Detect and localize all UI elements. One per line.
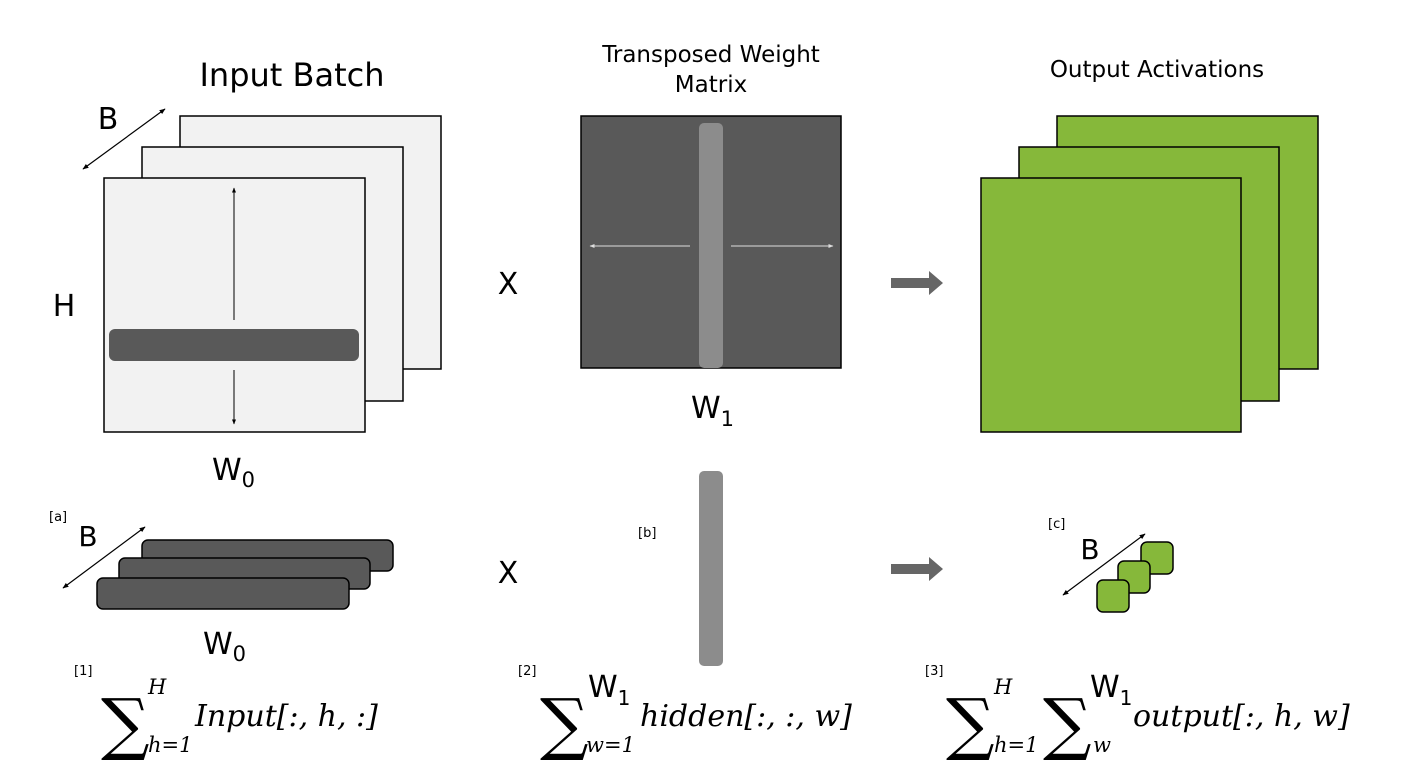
formula-3-lower-w: w [1093, 733, 1111, 757]
output-stack [980, 115, 1319, 433]
weight-column-strip [699, 123, 723, 368]
formula-3-body: output[:, h, w] [1133, 699, 1350, 734]
output-cell-front [1096, 579, 1130, 613]
formula-3-sigma-h: ∑ [946, 685, 995, 764]
formula-2: [2] ∑ W1 w=1 hidden[:, :, w] [518, 664, 852, 764]
formula-1-body: Input[:, h, :] [194, 699, 378, 734]
batch-dim-label: B [98, 102, 119, 137]
formula-1-tag: [1] [74, 664, 92, 679]
batch-dim-label-a: B [78, 520, 97, 553]
formula-1: [1] ∑ H h=1 Input[:, h, :] [74, 664, 378, 764]
formula-2-sigma: ∑ [540, 685, 589, 764]
formula-3-upper-h: H [993, 675, 1013, 699]
input-row-bar [109, 329, 359, 361]
weight-matrix [580, 115, 842, 369]
multiply-sign-bottom: X [498, 556, 519, 591]
tag-b: [b] [638, 526, 656, 541]
output-cells-stack [1096, 541, 1174, 613]
input-batch-title: Input Batch [199, 56, 384, 94]
input-rows-width-label: W0 [203, 627, 246, 666]
batch-dim-arrow-c [1062, 533, 1146, 596]
output-matrix-front [980, 177, 1242, 433]
formula-2-tag: [2] [518, 664, 536, 679]
batch-dim-arrow-a [62, 526, 146, 589]
formula-1-upper: H [147, 675, 167, 699]
formula-3: [3] ∑ H h=1 ∑ W1 w output[:, h, w] [925, 664, 1350, 764]
batch-dim-label-c: B [1080, 533, 1099, 566]
input-row-front [96, 577, 350, 610]
formula-3-lower-h: h=1 [994, 733, 1038, 757]
tag-c: [c] [1048, 517, 1065, 532]
result-arrow-bottom [891, 557, 943, 581]
weight-title-line1: Transposed Weight [601, 42, 820, 68]
weight-title-line2: Matrix [675, 72, 747, 98]
result-arrow-top [891, 271, 943, 295]
formula-3-sigma-w: ∑ [1043, 685, 1092, 764]
formula-2-lower: w=1 [586, 733, 635, 757]
output-title: Output Activations [1050, 57, 1264, 83]
formula-3-tag: [3] [925, 664, 943, 679]
batch-dim-arrow [82, 108, 166, 170]
height-dim-label: H [53, 289, 76, 324]
tag-a: [a] [49, 510, 67, 525]
multiply-sign-top: X [498, 267, 519, 302]
formula-2-body: hidden[:, :, w] [640, 699, 852, 734]
formula-1-sigma: ∑ [101, 685, 150, 764]
weight-column-bar [699, 471, 723, 666]
formula-3-upper-w: W1 [1090, 670, 1132, 710]
input-rows-stack [96, 539, 394, 610]
input-width-label: W0 [212, 453, 255, 492]
input-batch-stack [103, 115, 442, 433]
weight-width-label: W1 [691, 391, 734, 431]
formula-2-upper: W1 [588, 670, 630, 710]
formula-1-lower: h=1 [148, 733, 192, 757]
